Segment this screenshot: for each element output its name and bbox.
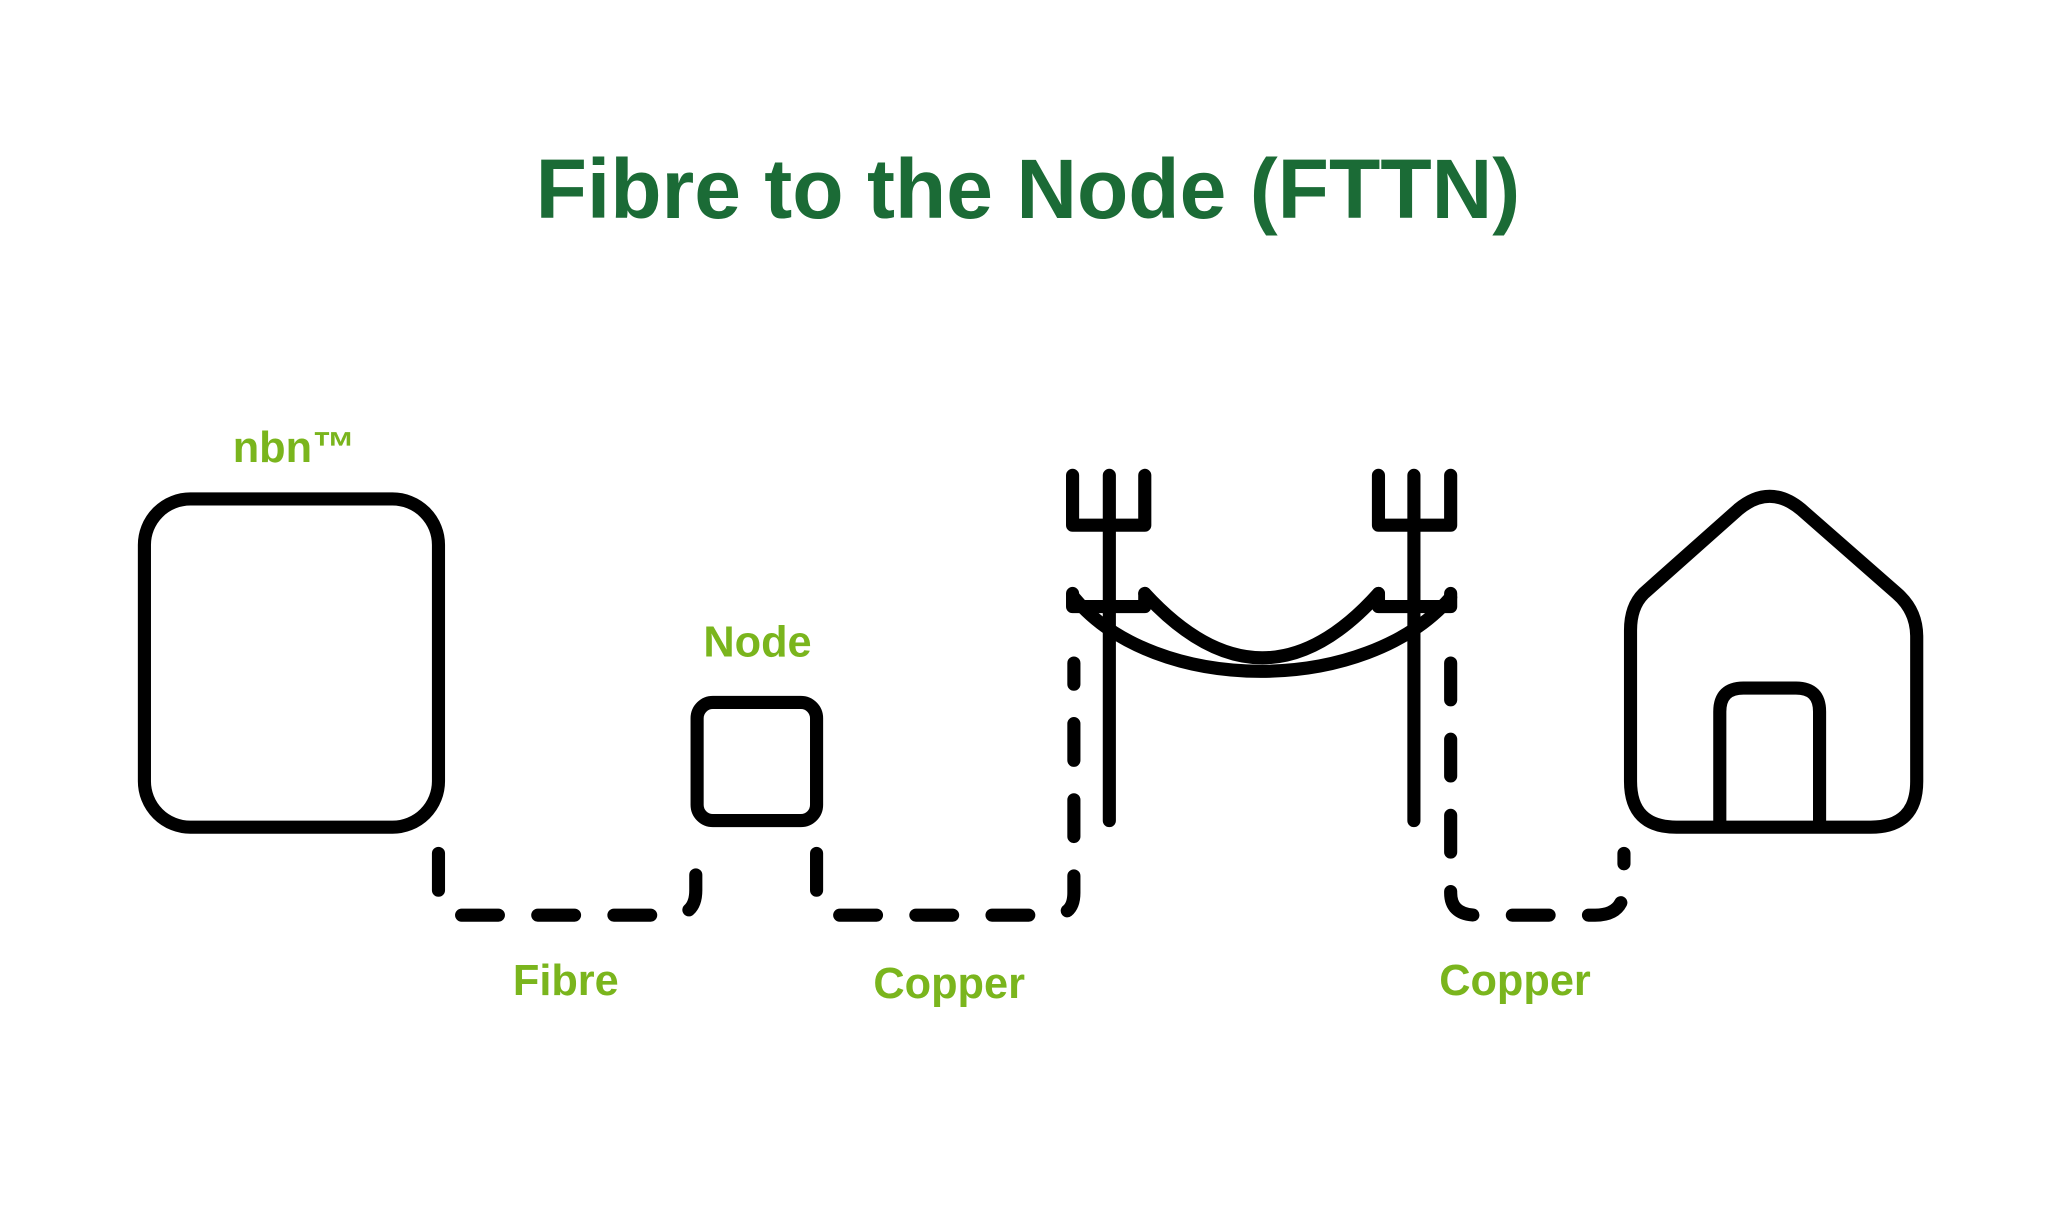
copper-link-1 bbox=[810, 656, 1081, 922]
fibre-link bbox=[431, 846, 703, 922]
diagram-title: Fibre to the Node (FTTN) bbox=[536, 142, 1521, 236]
power-lines-icon bbox=[1067, 586, 1458, 678]
nbn-box-icon bbox=[137, 492, 446, 834]
copper-label-2: Copper bbox=[1439, 957, 1591, 1005]
fibre-label: Fibre bbox=[513, 957, 619, 1005]
node-label: Node bbox=[703, 619, 811, 667]
node-box-icon bbox=[690, 695, 824, 828]
house-icon bbox=[1623, 489, 1924, 834]
nbn-label: nbn™ bbox=[233, 424, 356, 472]
copper-label-1: Copper bbox=[873, 960, 1025, 1008]
copper-link-2 bbox=[1444, 656, 1631, 922]
